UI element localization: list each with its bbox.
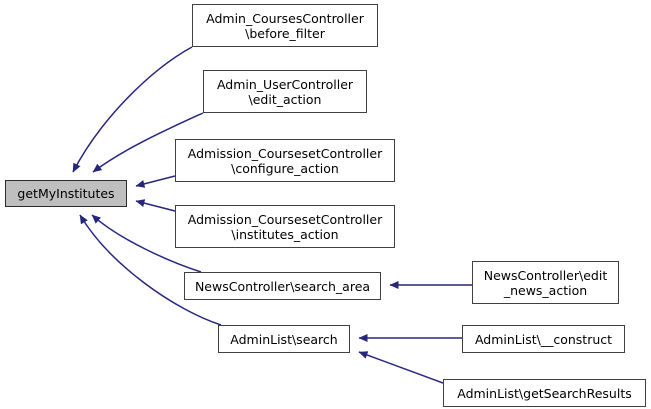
edge-admission-configure-action-to-getmyinstitutes bbox=[135, 175, 176, 188]
node-label-line: Admin_UserController bbox=[216, 76, 354, 92]
node-label-line: Admission_CoursesetController bbox=[187, 145, 383, 161]
node-adminlist-search[interactable]: AdminList\search bbox=[218, 325, 350, 353]
edge-adminlist-getsearchresults-to-adminlist-search bbox=[358, 351, 444, 384]
node-getmyinstitutes[interactable]: getMyInstitutes bbox=[5, 180, 127, 207]
node-admission-coursesetcontroller-institutes-action[interactable]: Admission_CoursesetController \institute… bbox=[175, 205, 395, 248]
node-label-line: \institutes_action bbox=[231, 226, 339, 242]
node-admin-usercontroller-edit-action[interactable]: Admin_UserController \edit_action bbox=[203, 70, 367, 113]
edge-admin-courses-before-filter-to-getmyinstitutes bbox=[72, 46, 193, 173]
node-newscontroller-search-area[interactable]: NewsController\search_area bbox=[184, 272, 381, 300]
node-label-line: getMyInstitutes bbox=[17, 186, 115, 201]
node-label-line: Admin_CoursesController bbox=[206, 10, 364, 26]
edge-news-search-area-to-getmyinstitutes bbox=[91, 214, 202, 273]
node-label-line: AdminList\getSearchResults bbox=[457, 385, 632, 401]
node-label-line: \before_filter bbox=[245, 25, 325, 41]
node-label-line: NewsController\edit bbox=[483, 267, 608, 283]
node-newscontroller-edit-news-action[interactable]: NewsController\edit _news_action bbox=[472, 261, 619, 304]
node-label-line: _news_action bbox=[503, 282, 588, 298]
edge-adminlist-search-to-getmyinstitutes bbox=[79, 214, 222, 326]
node-admin-coursescontroller-before-filter[interactable]: Admin_CoursesController \before_filter bbox=[192, 4, 378, 47]
node-adminlist-getsearchresults[interactable]: AdminList\getSearchResults bbox=[443, 379, 646, 407]
node-label-line: Admission_CoursesetController bbox=[187, 211, 383, 227]
node-admission-coursesetcontroller-configure-action[interactable]: Admission_CoursesetController \configure… bbox=[175, 139, 395, 182]
node-label-line: AdminList\search bbox=[230, 331, 338, 347]
edge-admission-institutes-action-to-getmyinstitutes bbox=[135, 199, 176, 212]
node-label-line: \configure_action bbox=[231, 160, 339, 176]
node-label-line: AdminList\__construct bbox=[474, 331, 613, 347]
node-label-line: \edit_action bbox=[248, 91, 322, 107]
node-label-line: NewsController\search_area bbox=[194, 278, 371, 294]
node-adminlist-construct[interactable]: AdminList\__construct bbox=[462, 325, 625, 353]
edge-admin-user-edit-action-to-getmyinstitutes bbox=[92, 112, 204, 173]
